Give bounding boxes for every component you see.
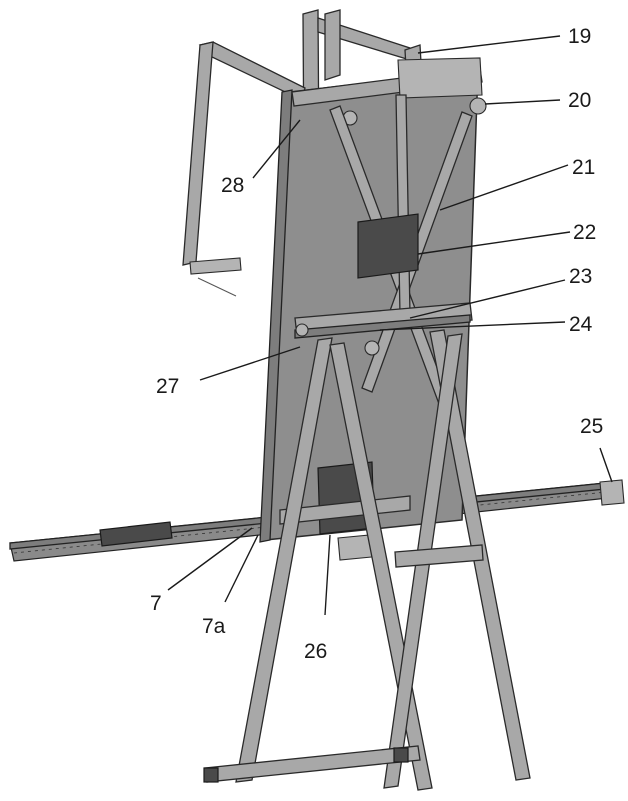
leader-20 [484, 99, 561, 105]
callout-20: 20 [568, 89, 591, 112]
foot-left [203, 767, 219, 783]
main-board [259, 57, 487, 543]
leader-23 [409, 279, 566, 319]
top-clamp-assembly [397, 57, 483, 99]
leader-26 [324, 534, 331, 616]
foot-right [393, 747, 409, 763]
center-hook [364, 340, 380, 356]
a-frame-legs [203, 329, 531, 791]
handle-bar [189, 257, 242, 275]
center-plate [357, 213, 419, 279]
leader-7 [167, 527, 253, 591]
leader-27 [199, 346, 301, 381]
leader-21 [439, 164, 569, 211]
leader-28 [252, 119, 301, 179]
callout-26: 26 [304, 640, 327, 663]
callout-21: 21 [572, 156, 595, 179]
callout-23: 23 [569, 265, 592, 288]
rail-slider-block [99, 521, 173, 547]
leader-22 [417, 231, 571, 255]
rail-end-crank [599, 479, 625, 506]
mid-crossbar [294, 302, 473, 356]
leader-24 [379, 321, 566, 331]
callout-19: 19 [568, 25, 591, 48]
callout-25: 25 [580, 415, 603, 438]
top-knob-right [469, 97, 487, 115]
leader-25 [599, 447, 613, 483]
callout-24: 24 [569, 313, 593, 336]
leader-lines [167, 35, 613, 616]
left-roller [295, 323, 309, 337]
callout-27: 27 [156, 375, 179, 398]
leader-19 [417, 35, 561, 54]
leader-7a [224, 534, 259, 603]
callout-28: 28 [221, 174, 244, 197]
callout-labels: 19 20 21 22 23 24 25 26 27 28 7 7a [150, 25, 603, 663]
callout-7: 7 [150, 592, 162, 615]
callout-7a: 7a [202, 615, 226, 638]
callout-22: 22 [573, 221, 596, 244]
